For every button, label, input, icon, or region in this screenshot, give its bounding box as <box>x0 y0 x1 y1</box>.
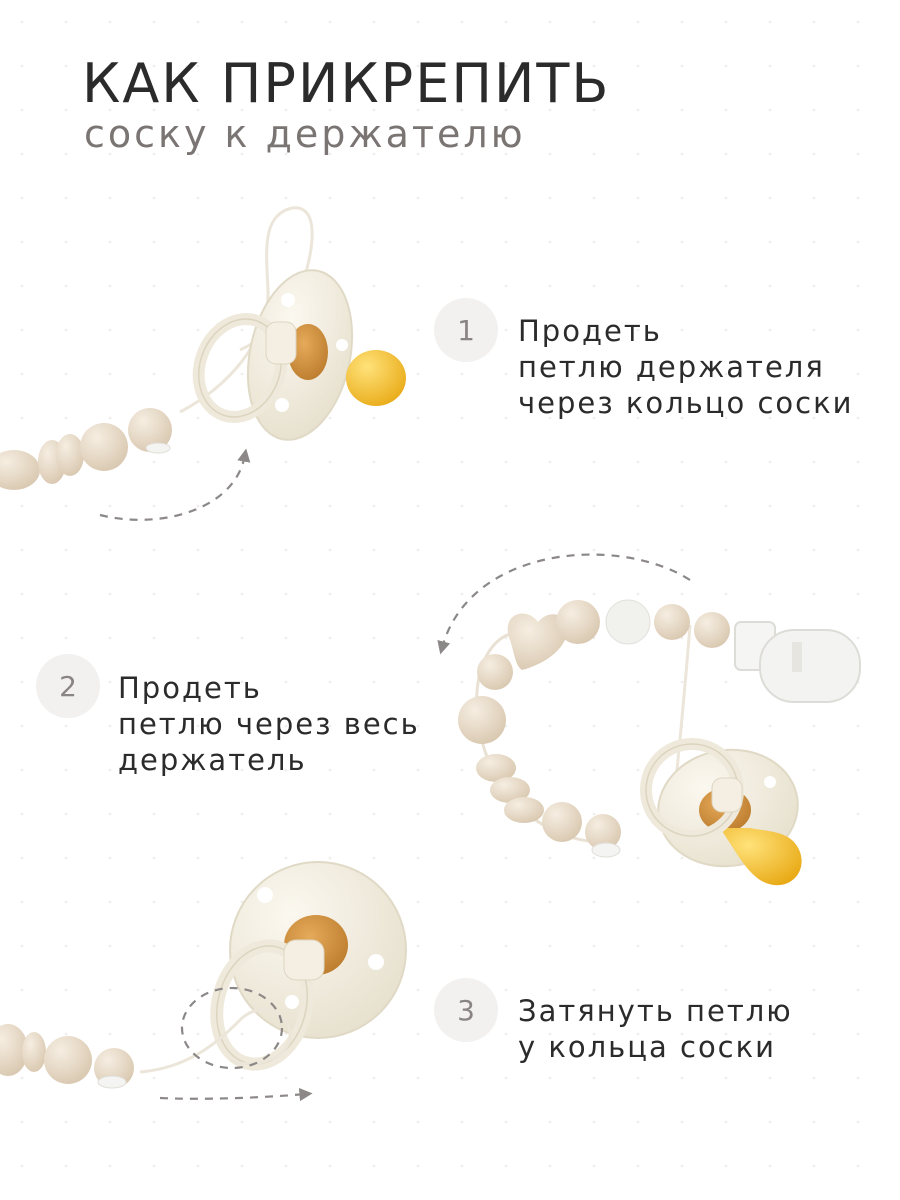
bead <box>542 802 582 842</box>
nipple <box>720 828 802 886</box>
shield-hole <box>764 776 776 788</box>
clip-illustration <box>734 621 861 703</box>
bead <box>504 797 544 823</box>
step1-illustration <box>0 206 406 521</box>
step-3-badge: 3 <box>434 978 498 1042</box>
bead <box>0 450 40 490</box>
heart-bead <box>507 613 568 670</box>
bead <box>585 814 621 850</box>
shield-hole <box>336 339 348 351</box>
bead <box>694 612 730 648</box>
step-1-line-3: через кольцо соски <box>518 386 854 420</box>
bead <box>56 434 84 476</box>
step-2-line-2: петлю через весь <box>118 707 420 741</box>
page-subtitle: соску к держателю <box>84 112 526 156</box>
step-3-text: Затянуть петлю у кольца соски <box>518 993 793 1065</box>
bead <box>458 696 506 744</box>
bead <box>0 1024 28 1076</box>
bead <box>490 777 530 803</box>
step-2-badge: 2 <box>36 654 100 718</box>
bead <box>44 1036 92 1084</box>
step-1-text: Продеть петлю держателя через кольцо сос… <box>518 313 853 421</box>
page-title: КАК ПРИКРЕПИТЬ <box>82 52 611 115</box>
shield-hole <box>275 398 289 412</box>
bead <box>128 408 172 452</box>
bead <box>477 654 513 690</box>
shield-hole <box>257 887 273 903</box>
step-1-line-2: петлю держателя <box>518 350 825 384</box>
step-2-text: Продеть петлю через весь держатель <box>118 670 420 778</box>
step-1-line-1: Продеть <box>518 314 662 348</box>
bead <box>654 604 690 640</box>
dashed-arrow-icon <box>437 553 691 655</box>
bead-white <box>605 599 651 645</box>
step-1-badge: 1 <box>434 298 498 362</box>
step-3-line-2: у кольца соски <box>518 1030 776 1064</box>
nipple <box>346 350 406 406</box>
dashed-arrow-icon <box>99 448 251 521</box>
pacifier-ring-outline <box>197 318 283 418</box>
bead-cap <box>591 842 621 858</box>
bead <box>22 1032 46 1072</box>
pacifier-knob <box>265 321 297 365</box>
nipple-base <box>288 324 328 380</box>
shield-hole <box>285 995 299 1009</box>
dashed-highlight-circle <box>180 986 284 1070</box>
step3-illustration <box>0 861 407 1102</box>
string-knot <box>139 1007 292 1074</box>
pacifier-knob <box>283 939 325 981</box>
bead <box>476 754 516 782</box>
bead <box>80 423 128 471</box>
shield-hole <box>281 293 295 307</box>
shield-hole <box>368 954 384 970</box>
step2-illustration <box>437 553 861 886</box>
bead-cap <box>145 442 171 454</box>
step-2-line-1: Продеть <box>118 671 262 705</box>
step-2-line-3: держатель <box>118 743 307 777</box>
bead-cap <box>97 1075 127 1089</box>
dashed-arrow-icon <box>159 1087 313 1102</box>
bead <box>556 600 600 644</box>
step-3-line-1: Затянуть петлю <box>518 994 793 1028</box>
pacifier-knob <box>711 777 743 813</box>
